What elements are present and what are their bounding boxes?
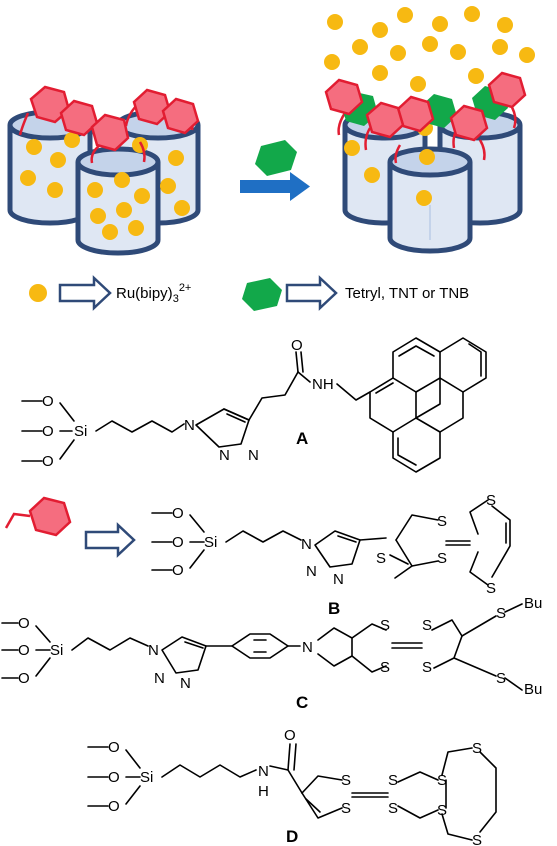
- atom-symbol: S: [422, 659, 432, 676]
- analyte-hexagon-key: [242, 278, 282, 311]
- atom-symbol: O: [172, 534, 184, 551]
- atom-symbol: O: [42, 453, 54, 470]
- atom-symbol: O: [172, 505, 184, 522]
- atom-symbol: O: [172, 562, 184, 579]
- atom-symbol: S: [380, 659, 390, 676]
- atom-symbol: S: [486, 492, 496, 509]
- atom-symbol: N: [302, 639, 313, 656]
- atom-symbol: S: [496, 605, 506, 622]
- gate-key-icon: [4, 496, 72, 537]
- capped-silica-particles: [7, 85, 201, 256]
- legend-arrow-1: [58, 275, 112, 311]
- atom-symbol: S: [380, 617, 390, 634]
- atom-symbol: N: [219, 447, 230, 464]
- encapsulated-guest-dots: [20, 132, 190, 240]
- atom-symbol: N: [154, 670, 165, 687]
- compound-C-label: C: [296, 693, 308, 712]
- atom-symbol: O: [108, 739, 120, 756]
- atom-symbol: O: [18, 642, 30, 659]
- atom-symbol: N: [180, 675, 191, 692]
- compound-D-amide-n: N: [258, 763, 269, 780]
- atom-symbol: S: [422, 617, 432, 634]
- guest-subscript: 3: [173, 293, 179, 305]
- atom-symbol: O: [42, 393, 54, 410]
- gate-analyte-complexes: [324, 71, 527, 164]
- atom-symbol: S: [341, 800, 351, 817]
- atom-symbol: Si: [74, 423, 87, 440]
- atom-symbol: S: [341, 772, 351, 789]
- atom-symbol: O: [108, 798, 120, 815]
- atom-symbol: N: [248, 447, 259, 464]
- atom-symbol: Si: [204, 534, 217, 551]
- atom-symbol: S: [388, 772, 398, 789]
- legend-arrow-2: [285, 275, 338, 311]
- compound-D-structure: O O O Si O N H S S S S S S S S D: [87, 727, 497, 846]
- atom-symbol: S: [437, 772, 447, 789]
- atom-symbol: S: [437, 550, 447, 567]
- atom-symbol: S: [388, 800, 398, 817]
- atom-symbol: N: [148, 642, 159, 659]
- analyte-label: Tetryl, TNT or TNB: [345, 285, 469, 302]
- compound-C-structure: O O O Si N N N N S S S S S S Bu Bu C: [1, 595, 542, 712]
- atom-symbol: N: [301, 536, 312, 553]
- atom-symbol: S: [376, 550, 386, 567]
- guest-dot-key: [29, 284, 47, 302]
- legend-arrow-3: [84, 522, 136, 558]
- compound-A-amide-nh: NH: [312, 376, 334, 393]
- atom-symbol: S: [472, 740, 482, 757]
- analyte-hexagon: [255, 140, 297, 176]
- atom-symbol: S: [472, 832, 482, 846]
- opened-silica-particles: [324, 6, 535, 254]
- atom-symbol: Si: [50, 642, 63, 659]
- atom-symbol: S: [437, 513, 447, 530]
- compound-D-amide-o: O: [284, 727, 296, 744]
- compound-A-amide-o: O: [291, 337, 303, 354]
- guest-label: Ru(bipy): [116, 285, 173, 302]
- reaction-arrow: [240, 172, 310, 201]
- compound-C-bu-1: Bu: [524, 595, 542, 612]
- guest-superscript: 2+: [179, 282, 192, 294]
- ttf-gate-caps: [18, 85, 200, 164]
- atom-symbol: N: [306, 563, 317, 580]
- atom-symbol: O: [42, 423, 54, 440]
- legend-row: Ru(bipy)32+ Tetryl, TNT or TNB: [29, 275, 469, 311]
- compound-D-label: D: [286, 827, 298, 846]
- atom-symbol: S: [496, 670, 506, 687]
- atom-symbol: N: [333, 571, 344, 588]
- compound-B-label: B: [328, 599, 340, 618]
- compound-A-structure: O O O Si N N N O NH A: [21, 337, 487, 473]
- compound-A-label: A: [296, 429, 308, 448]
- atom-symbol: S: [486, 580, 496, 597]
- atom-symbol: O: [18, 615, 30, 632]
- atom-symbol: O: [18, 670, 30, 687]
- atom-symbol: N: [184, 417, 195, 434]
- compound-B-structure: O O O Si N N N S S S S S B: [4, 492, 511, 618]
- atom-symbol: O: [108, 769, 120, 786]
- atom-symbol: Si: [140, 769, 153, 786]
- compound-C-bu-2: Bu: [524, 681, 542, 698]
- atom-symbol: S: [437, 802, 447, 819]
- compound-D-amide-h: H: [258, 783, 269, 800]
- svg-text:Ru(bipy)32+: Ru(bipy)32+: [116, 282, 191, 305]
